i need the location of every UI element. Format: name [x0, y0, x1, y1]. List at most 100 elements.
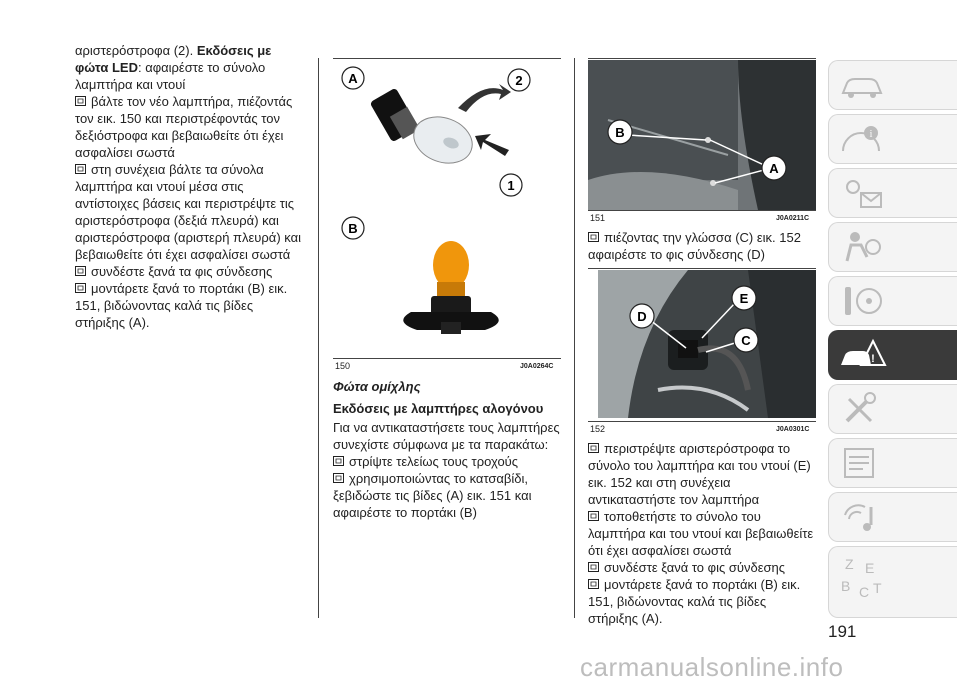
checkbox-bullet-icon [588, 579, 599, 589]
figure-152-fog-light-connector: D E C [598, 270, 816, 418]
column-divider-right [574, 58, 575, 618]
safety-icon [845, 232, 881, 262]
bullet-text: συνδέστε ξανά το φις σύνδεσης [604, 560, 786, 575]
svg-text:i: i [870, 129, 873, 140]
fig152-number: 152 [590, 424, 606, 434]
svg-text:E: E [865, 560, 874, 576]
svg-text:T: T [873, 580, 882, 596]
bullet-text: πιέζοντας την γλώσσα (C) εικ. 152 αφαιρέ… [588, 230, 801, 262]
emergency-icon: ! [841, 338, 887, 366]
tab-maintenance[interactable] [828, 384, 957, 434]
checkbox-bullet-icon [333, 456, 344, 466]
column-1: αριστερόστροφα (2). Εκδόσεις με φώτα LED… [75, 42, 305, 331]
checkbox-bullet-icon [75, 164, 86, 174]
lights-mail-icon [846, 180, 882, 208]
checkbox-bullet-icon [588, 232, 599, 242]
fig152-label-d: D [637, 309, 646, 324]
checkbox-bullet-icon [333, 473, 344, 483]
tab-steering-key[interactable] [828, 276, 957, 326]
label-2-circle [507, 68, 531, 92]
bullet-text: στρίψτε τελείως τους τροχούς [349, 454, 519, 469]
section-title-fog-lights: Φώτα ομίχλης [333, 379, 421, 394]
tab-multimedia[interactable] [828, 492, 957, 542]
label-e-circle [731, 285, 757, 311]
bullet-text: χρησιμοποιώντας το κατσαβίδι, ξεβιδώστε … [333, 471, 532, 520]
push-arrow-icon [475, 134, 509, 156]
tab-safety[interactable] [828, 222, 957, 272]
car-info-icon [841, 78, 883, 98]
checkbox-bullet-icon [75, 283, 86, 293]
fig151-number: 151 [590, 213, 606, 223]
figure-151-access-door: B A [588, 60, 816, 210]
bullet-text: στη συνέχεια βάλτε τα σύνολα λαμπτήρα κα… [75, 162, 302, 262]
fig151-bottom-rule [588, 210, 816, 211]
column-3-bottom: περιστρέψτε αριστερόστροφα το σύνολο του… [588, 440, 816, 627]
checkbox-bullet-icon [75, 266, 86, 276]
bullet-item: μοντάρετε ξανά το πορτάκι (Β) εικ. 151, … [588, 576, 816, 627]
bullet-item: συνδέστε ξανά τα φις σύνδεσης [75, 263, 305, 280]
led-bulb-image [403, 241, 499, 334]
text-span: αριστερόστροφα (2). [75, 43, 197, 58]
label-a-circle [761, 155, 787, 181]
fig151-top-rule [588, 58, 816, 59]
fig151-label-a: A [769, 161, 779, 176]
tab-dashboard-info[interactable]: i [828, 114, 957, 164]
tab-emergency[interactable]: ! [828, 330, 957, 380]
column-3-top: πιέζοντας την γλώσσα (C) εικ. 152 αφαιρέ… [588, 229, 816, 263]
watermark: carmanualsonline.info [580, 652, 844, 682]
fig150-label-1: 1 [507, 178, 514, 193]
fig150-code: J0A0264C [520, 363, 554, 370]
steering-key-icon [845, 287, 882, 315]
bullet-item: πιέζοντας την γλώσσα (C) εικ. 152 αφαιρέ… [588, 229, 816, 263]
bullet-text: βάλτε τον νέο λαμπτήρα, πιέζοντάς τον ει… [75, 94, 293, 160]
bullet-item: συνδέστε ξανά το φις σύνδεσης [588, 559, 816, 576]
fig151-code: J0A0211C [776, 215, 810, 222]
label-b-circle [341, 216, 365, 240]
column-2-body: Για να αντικαταστήσετε τους λαμπτήρες συ… [333, 419, 561, 521]
paragraph-led: αριστερόστροφα (2). Εκδόσεις με φώτα LED… [75, 42, 305, 93]
bullet-item: τοποθετήστε το σύνολο του λαμπτήρα και τ… [588, 508, 816, 559]
text-span: : αφαιρέστε το σύνολο λαμπτήρα και ντουί [75, 60, 266, 92]
rotate-arrow-icon [458, 84, 511, 112]
fig150-label-a: A [348, 71, 358, 86]
label-1-circle [499, 173, 523, 197]
bullet-text: περιστρέψτε αριστερόστροφα το σύνολο του… [588, 441, 811, 507]
bullet-text: μοντάρετε ξανά το πορτάκι (Β) εικ. 151, … [75, 281, 288, 330]
section-subtitle-halogen: Εκδόσεις με λαμπτήρες αλογόνου [333, 401, 544, 416]
svg-text:!: ! [871, 353, 875, 365]
halogen-bulb-image [370, 89, 473, 164]
tab-lights-mail[interactable] [828, 168, 957, 218]
fig152-code: J0A0301C [776, 426, 810, 433]
bullet-text: τοποθετήστε το σύνολο του λαμπτήρα και τ… [588, 509, 814, 558]
checkbox-bullet-icon [588, 511, 599, 521]
label-b-circle [607, 119, 633, 145]
fig150-bottom-rule [333, 358, 561, 359]
fig152-label-e: E [740, 291, 749, 306]
checkbox-bullet-icon [588, 443, 599, 453]
multimedia-icon [844, 504, 873, 531]
bullet-item: περιστρέψτε αριστερόστροφα το σύνολο του… [588, 440, 816, 508]
column-divider-left [318, 58, 319, 618]
figure-150-bulbs: A 2 1 B [341, 66, 531, 334]
dashboard-info-icon: i [842, 126, 880, 152]
tab-specifications[interactable] [828, 438, 957, 488]
svg-text:B: B [841, 578, 850, 594]
fig151-label-b: B [615, 125, 624, 140]
label-a-circle [341, 66, 365, 90]
checkbox-bullet-icon [588, 562, 599, 572]
fig150-top-rule [333, 58, 561, 59]
tab-car-info[interactable] [828, 60, 957, 110]
fig152-label-c: C [741, 333, 751, 348]
bullet-item: στη συνέχεια βάλτε τα σύνολα λαμπτήρα κα… [75, 161, 305, 263]
label-d-circle [629, 303, 655, 329]
bullet-text: μοντάρετε ξανά το πορτάκι (Β) εικ. 151, … [588, 577, 801, 626]
fig150-number: 150 [335, 361, 351, 371]
checkbox-bullet-icon [75, 96, 86, 106]
bullet-text: συνδέστε ξανά τα φις σύνδεσης [91, 264, 273, 279]
bullet-item: μοντάρετε ξανά το πορτάκι (Β) εικ. 151, … [75, 280, 305, 331]
fig152-top-rule [588, 268, 816, 269]
intro-paragraph: Για να αντικαταστήσετε τους λαμπτήρες συ… [333, 420, 560, 452]
svg-text:Z: Z [845, 556, 854, 572]
